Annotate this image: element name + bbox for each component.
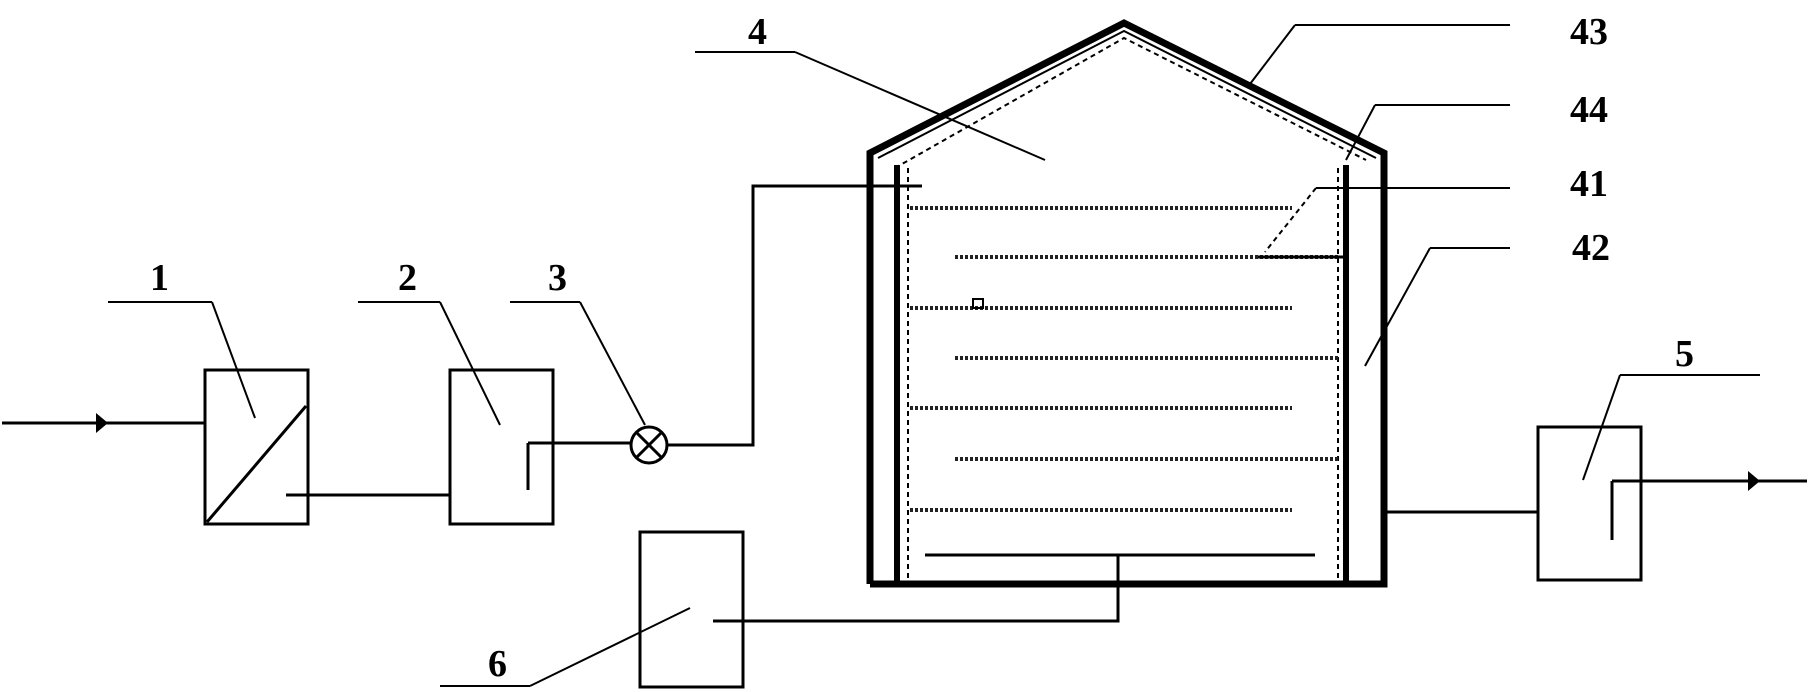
unit-2 — [448, 368, 630, 526]
leader-43 — [1249, 24, 1510, 85]
label-42: 42 — [1572, 227, 1610, 269]
pipe-6-tank — [713, 555, 1120, 623]
leader-42 — [1364, 247, 1510, 367]
label-44: 44 — [1570, 89, 1608, 131]
label-43: 43 — [1570, 11, 1608, 53]
leader-44 — [1345, 104, 1510, 161]
label-2: 2 — [398, 257, 417, 299]
inlet-arrow — [2, 413, 205, 433]
leader-3 — [510, 301, 646, 426]
unit-1 — [203, 368, 310, 526]
leader-41 — [1264, 187, 1510, 253]
label-1: 1 — [150, 257, 169, 299]
label-4: 4 — [748, 11, 767, 53]
label-41: 41 — [1570, 163, 1608, 205]
pipe-valve-tank — [667, 184, 922, 447]
leader-2 — [358, 301, 501, 426]
unit-6 — [638, 530, 745, 689]
label-3: 3 — [548, 257, 567, 299]
leader-6 — [440, 607, 691, 687]
leader-1 — [108, 301, 256, 419]
tank-4 — [866, 19, 1388, 588]
label-5: 5 — [1675, 333, 1694, 375]
leader-5 — [1582, 374, 1760, 481]
label-6: 6 — [488, 643, 507, 685]
leader-4 — [695, 51, 1046, 161]
valve-3 — [629, 425, 669, 465]
unit-5 — [1536, 425, 1807, 582]
